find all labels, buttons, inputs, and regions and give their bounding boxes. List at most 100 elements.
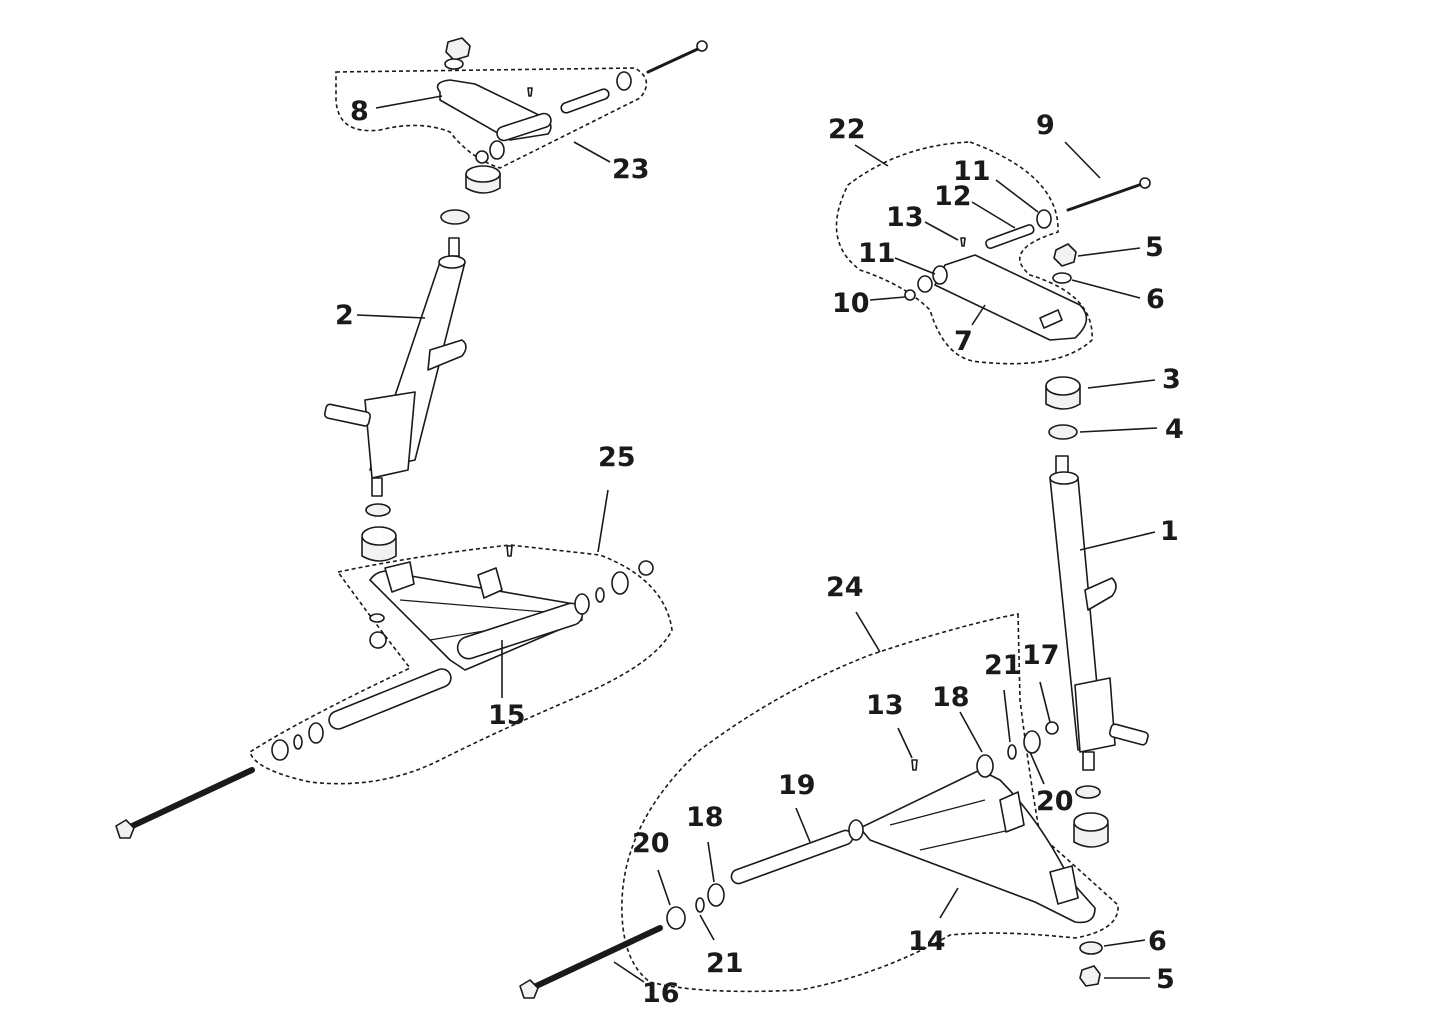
callout-5a: 5 bbox=[1145, 232, 1164, 263]
callout-14: 14 bbox=[908, 926, 946, 957]
spindle-right-bottom-pin bbox=[1082, 751, 1095, 771]
leader-20a bbox=[1029, 751, 1045, 785]
leader-11a bbox=[995, 179, 1039, 213]
leader-24 bbox=[855, 611, 881, 653]
leader-23 bbox=[573, 141, 611, 163]
leader-22 bbox=[854, 144, 889, 167]
washer-left bbox=[440, 209, 470, 225]
callout-23: 23 bbox=[612, 154, 650, 185]
lower-right-arm-knuckle-mount bbox=[1049, 865, 1079, 905]
leader-11b bbox=[894, 257, 936, 275]
callout-2: 2 bbox=[335, 300, 354, 331]
leader-18a bbox=[959, 711, 983, 753]
bushing-right-b bbox=[932, 265, 948, 285]
upper-left-arm-assembly bbox=[436, 37, 708, 164]
spindle-left-pin bbox=[448, 237, 460, 257]
callout-11b: 11 bbox=[858, 238, 896, 269]
callout-10: 10 bbox=[832, 288, 870, 319]
callout-24: 24 bbox=[826, 572, 864, 603]
lower-right-arm-inner bbox=[889, 799, 1011, 851]
bushing-right-c bbox=[917, 275, 933, 293]
leader-3 bbox=[1087, 379, 1156, 389]
lower-left-bushing-b bbox=[611, 571, 629, 595]
callout-1: 1 bbox=[1160, 516, 1179, 547]
leader-13a bbox=[924, 221, 959, 241]
callout-22: 22 bbox=[828, 114, 866, 145]
grease-fitting-lower-left bbox=[506, 545, 513, 557]
leader-1 bbox=[1079, 531, 1156, 551]
callout-13b: 13 bbox=[866, 690, 904, 721]
grease-fitting-right bbox=[960, 237, 966, 247]
lower-right-washer-21-top bbox=[1007, 744, 1017, 760]
callout-19: 19 bbox=[778, 770, 816, 801]
bolt-long-left-head bbox=[115, 819, 135, 839]
lower-left-nut-b bbox=[369, 631, 387, 649]
lower-right-bushing-20-bottom bbox=[666, 906, 686, 930]
washer-left-lower bbox=[365, 503, 391, 517]
lower-left-washer-c bbox=[369, 613, 385, 623]
nut-right-10 bbox=[904, 289, 916, 301]
callout-18b: 18 bbox=[686, 802, 724, 833]
group-outline-upper-right-arm bbox=[835, 141, 1093, 365]
leader-6a bbox=[1071, 279, 1141, 299]
grease-fitting-left bbox=[527, 87, 533, 97]
bolt-left-top-head bbox=[696, 40, 708, 52]
callout-21b: 21 bbox=[706, 948, 744, 979]
callout-21a: 21 bbox=[984, 650, 1022, 681]
callout-20b: 20 bbox=[632, 828, 670, 859]
washer-right-lower bbox=[1075, 785, 1101, 799]
leader-25 bbox=[597, 489, 609, 553]
leader-5a bbox=[1077, 247, 1141, 257]
leader-19 bbox=[795, 807, 811, 843]
upper-right-arm-slot bbox=[1039, 309, 1063, 329]
pivot-pin-right bbox=[985, 224, 1035, 249]
bolt-long-right bbox=[529, 925, 663, 991]
callout-20a: 20 bbox=[1036, 786, 1074, 817]
flange-nut-right-bottom-5 bbox=[1079, 965, 1101, 987]
bushing-rubber-right-lower-top bbox=[1073, 812, 1109, 832]
bushing-rubber-left-lower-top bbox=[361, 526, 397, 546]
callout-8: 8 bbox=[350, 96, 369, 127]
pivot-tube-19 bbox=[730, 829, 854, 885]
lower-right-bushing-20-top bbox=[1023, 730, 1041, 754]
lower-left-washer-b bbox=[293, 734, 303, 750]
lower-right-nut-17 bbox=[1045, 721, 1059, 735]
lower-right-bushing-18-bottom bbox=[707, 883, 725, 907]
lower-left-washer-a bbox=[595, 587, 605, 603]
bushing-rubber-left-top bbox=[465, 165, 501, 183]
spindle-left-knuckle bbox=[364, 391, 416, 479]
spindle-right bbox=[1049, 455, 1149, 771]
callout-3: 3 bbox=[1162, 364, 1181, 395]
callout-7: 7 bbox=[954, 326, 973, 357]
leader-17 bbox=[1039, 681, 1051, 723]
pivot-pin-left bbox=[560, 88, 610, 114]
upper-right-arm-assembly bbox=[904, 209, 1088, 341]
leader-14 bbox=[939, 887, 959, 919]
leader-6b bbox=[1103, 939, 1146, 947]
lower-left-arm-assembly bbox=[271, 545, 654, 761]
leader-21b bbox=[699, 914, 715, 941]
bolt-left-top bbox=[646, 46, 702, 74]
bolt-long-right-head bbox=[519, 979, 539, 999]
leader-2 bbox=[356, 314, 426, 319]
callout-9: 9 bbox=[1036, 110, 1055, 141]
spindle-left bbox=[323, 237, 467, 497]
callout-4: 4 bbox=[1165, 414, 1184, 445]
spindle-left-bracket bbox=[427, 339, 467, 371]
callout-11a: 11 bbox=[953, 156, 991, 187]
lower-right-bushing-18-top bbox=[976, 754, 994, 778]
lower-right-washer-21-bottom bbox=[695, 897, 705, 913]
callout-6a: 6 bbox=[1146, 284, 1165, 315]
grease-fitting-lower-right bbox=[911, 759, 918, 771]
spindle-left-bottom-pin bbox=[371, 477, 383, 497]
callout-13a: 13 bbox=[886, 202, 924, 233]
callout-16: 16 bbox=[642, 978, 680, 1009]
washer-right-top bbox=[1052, 272, 1072, 284]
flange-nut-right-top bbox=[1053, 243, 1077, 267]
bushing-right-a bbox=[1036, 209, 1052, 229]
spindle-left-axle bbox=[323, 403, 372, 427]
flange-nut-top bbox=[445, 37, 471, 61]
washer-right-bottom-6 bbox=[1079, 941, 1103, 955]
leader-12 bbox=[971, 201, 1016, 229]
bolt-right-top bbox=[1066, 182, 1144, 212]
